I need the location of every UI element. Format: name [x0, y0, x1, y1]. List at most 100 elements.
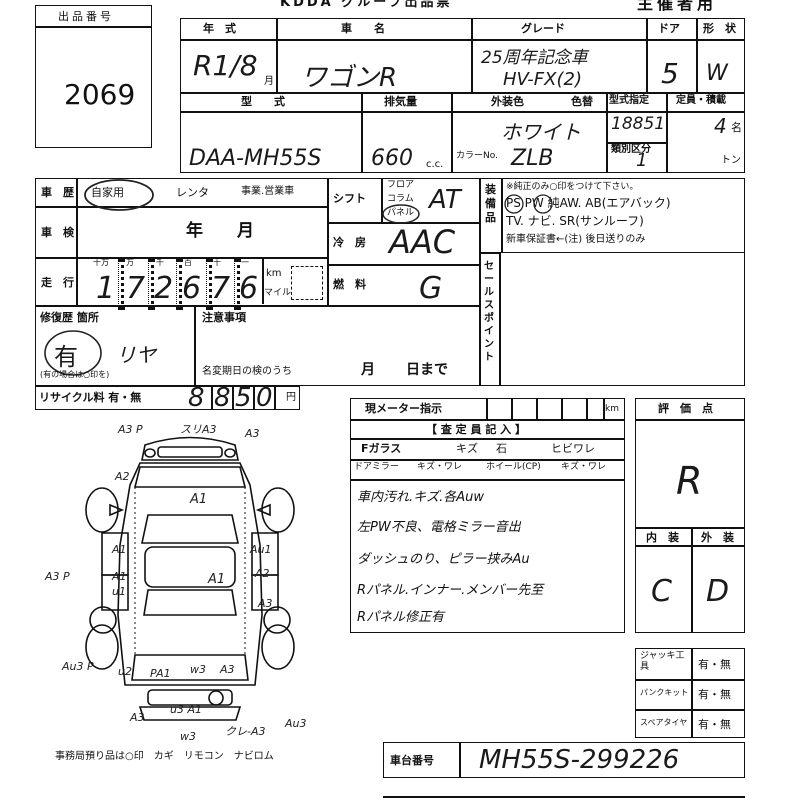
inspector-note-2: 左PW不良、電格ミラー音出 [357, 520, 521, 535]
displacement-label: 排気量 [384, 95, 417, 108]
damage-diagram: A3 P スリA3 A3 A2 A1 A1 Au1 A1 A2 A3 A3 P … [44, 423, 307, 743]
shift-opt-column: コラム [387, 194, 414, 204]
shift-opt-floor: フロア [387, 180, 415, 190]
organizer-label: 主催者用 [637, 0, 718, 13]
equipment-block: 装備品 ※純正のみ○印をつけて下さい。 PS PW 純AW. AB(エアバック)… [480, 178, 745, 253]
year-label: 年 式 [203, 22, 236, 35]
grade-value-2: HV-FX(2) [503, 69, 582, 90]
type-designation-label: 型式指定 [609, 95, 649, 106]
equipment-line-2: TV. ナビ. SR(サンルーフ) [506, 214, 644, 228]
mark-23: Au3 [284, 717, 307, 730]
mark-11: A3 P [44, 570, 70, 583]
f-glass-opt-stone: 石 [496, 442, 507, 455]
color-no-prefix: カラーNo. [456, 151, 498, 161]
front-right-tire [261, 487, 295, 533]
recycle-digit-4: 0 [256, 383, 273, 413]
interior-value: C [651, 574, 672, 609]
caution-label: 注意事項 [202, 311, 246, 324]
mark-14: Au3 P [61, 660, 94, 673]
mileage-digit-6: 6 [239, 271, 259, 306]
score-block: 評 価 点 R [635, 398, 745, 528]
km-unit: km [266, 268, 282, 279]
model-value: DAA-MH55S [189, 146, 322, 171]
inspection-label: 車 検 [41, 226, 74, 239]
digit-unit-1k: 千 [156, 258, 164, 267]
month-unit: 月 [264, 76, 274, 87]
mark-7: Au1 [249, 543, 272, 556]
model-label: 型 式 [241, 95, 285, 108]
shape-label: 形 状 [703, 22, 736, 35]
exterior-label: 外 装 [701, 531, 734, 544]
category-label: 類別区分 [611, 144, 651, 155]
type-designation-value: 18851 [611, 114, 666, 134]
mark-19: u3 A1 [170, 703, 202, 716]
ac-value: AAC [389, 223, 456, 261]
sales-point-label: セールスポイント [484, 261, 494, 363]
mileage-unit-box [291, 266, 323, 300]
exterior-color-value: ホワイト [501, 120, 581, 144]
repair-history-label: 修復歴 箇所 [40, 311, 99, 324]
private-use-circle-icon [84, 179, 154, 211]
spare-tire-label: スペアタイヤ [640, 718, 688, 727]
puncture-kit-label: パンクキット [640, 688, 689, 697]
door-mirror-label: ドアミラー [354, 462, 399, 472]
rear-right-tire [261, 624, 295, 670]
mileage-digit-1: 1 [96, 271, 116, 306]
deadline-month: 月 [361, 362, 375, 378]
repair-history-note: (有の場合は○印を) [40, 370, 110, 379]
mark-2: スリA3 [180, 423, 217, 436]
shift-label: シフト [333, 192, 366, 205]
mark-13: u1 [112, 585, 126, 598]
front-left-tire [85, 487, 119, 533]
recycle-digit-1: 8 [188, 383, 205, 413]
mileage-digit-3: 2 [154, 271, 174, 306]
history-opt-rental: レンタ [176, 186, 209, 199]
vehicle-row-2: 型 式 排気量 外装色 色替 型式指定 定員・積載 類別区分 DAA-MH55S… [180, 93, 745, 173]
shape-value: W [706, 61, 728, 86]
repair-yes-circle-icon [44, 330, 102, 376]
meter-unit: km [605, 404, 619, 414]
lot-number-box: 出品番号 2069 [35, 5, 152, 148]
repair-history-location: リヤ [116, 343, 156, 367]
equipment-label: 装備品 [485, 183, 496, 224]
chassis-value: MH55S-299226 [479, 745, 680, 775]
repair-history-value: 有 [54, 343, 78, 371]
sales-point-area [500, 253, 745, 386]
inspector-note-3: ダッシュのり、ピラー挟みAu [357, 552, 530, 567]
mark-20: A3 [129, 711, 145, 724]
ton-unit: トン [721, 155, 741, 166]
mileage-digit-4: 6 [182, 271, 202, 306]
year-value: R1/8 [193, 49, 258, 82]
puncture-kit-options: 有・無 [698, 688, 731, 701]
wheel-opts: キズ・ワレ [561, 462, 607, 472]
inspector-note-1: 車内汚れ.キズ.各Auw [357, 490, 485, 505]
capacity-label: 定員・積載 [676, 95, 726, 106]
wheel-label: ホイール(CP) [486, 462, 541, 472]
digit-unit-100: 百 [184, 258, 192, 267]
jack-options: 有・無 [698, 658, 731, 671]
ps-pw-circle-icon [504, 194, 553, 214]
exterior-value: D [706, 574, 730, 609]
car-name-value: ワゴンR [301, 63, 398, 93]
history-opt-private: 自家用 [91, 186, 124, 199]
f-glass-opt-crack: ヒビワレ [551, 442, 595, 455]
recycle-block: リサイクル料 有・無 8 8 5 0 円 [35, 383, 300, 413]
mark-9: A2 [254, 567, 270, 580]
recycle-digit-3: 5 [235, 383, 252, 413]
mark-5: A1 [189, 492, 207, 507]
panel-circle-icon [382, 204, 420, 224]
equipment-line-1: PS PW 純AW. AB(エアバック) [506, 196, 671, 210]
f-glass-label: Fガラス [361, 442, 402, 455]
inspector-note-4: Rパネル.インナー.メンバー先至 [357, 583, 544, 598]
mark-16: PA1 [150, 667, 171, 680]
interior-label: 内 装 [646, 531, 679, 544]
f-glass-opt-scratch: キズ [456, 442, 478, 455]
digit-unit-100k: 十万 [93, 258, 109, 267]
spare-tire-options: 有・無 [698, 718, 731, 731]
shift-opt-panel: パネル [387, 208, 415, 218]
sales-point-block: セールスポイント [480, 253, 500, 386]
door-value: 5 [661, 57, 679, 90]
equipment-line-3: 新車保証書←(注) 後日送りのみ [506, 234, 646, 245]
mark-3: A3 [244, 427, 260, 440]
fuel-value: G [419, 271, 443, 306]
